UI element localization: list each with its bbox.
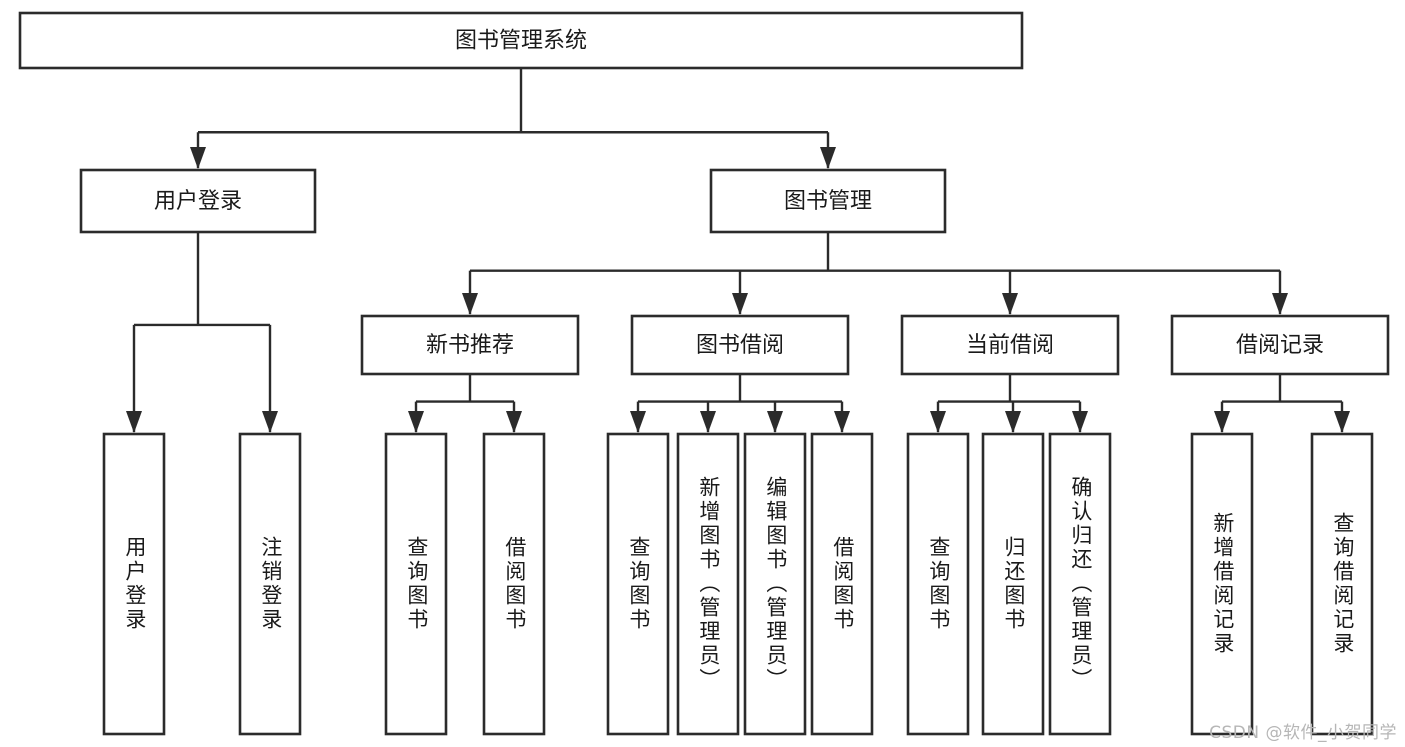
connector-arrowhead xyxy=(630,411,646,433)
node-box[interactable] xyxy=(630,314,850,376)
node-box[interactable] xyxy=(606,432,670,736)
connector-arrowhead xyxy=(1334,411,1350,433)
node-leaf-borrow-book-rec[interactable] xyxy=(482,432,546,736)
node-label: 新书推荐 xyxy=(426,333,514,358)
node-label: 图书借阅 xyxy=(696,333,784,358)
node-leaf-query-record[interactable] xyxy=(1310,432,1374,736)
node-leaf-logout[interactable] xyxy=(238,432,302,736)
connector-arrowhead xyxy=(462,293,478,315)
node-box[interactable] xyxy=(238,432,302,736)
node-box[interactable] xyxy=(102,432,166,736)
node-label: 图书管理系统 xyxy=(455,29,587,54)
node-box[interactable] xyxy=(1170,314,1390,376)
node-box[interactable] xyxy=(482,432,546,736)
connector-arrowhead xyxy=(767,411,783,433)
node-root[interactable]: 图书管理系统 xyxy=(18,11,1024,70)
node-current-borrow[interactable]: 当前借阅 xyxy=(900,314,1120,376)
connector-arrowhead xyxy=(408,411,424,433)
connector-arrowhead xyxy=(1272,293,1288,315)
node-box[interactable] xyxy=(1310,432,1374,736)
node-leaf-query-book-cur[interactable] xyxy=(906,432,970,736)
node-leaf-user-login[interactable] xyxy=(102,432,166,736)
node-leaf-edit-book[interactable] xyxy=(743,432,807,736)
node-box[interactable] xyxy=(810,432,874,736)
node-label: 当前借阅 xyxy=(966,333,1054,358)
node-user-login[interactable]: 用户登录 xyxy=(79,168,317,234)
node-box[interactable] xyxy=(360,314,580,376)
connector-arrowhead xyxy=(1214,411,1230,433)
edges-layer xyxy=(126,68,1350,433)
node-leaf-query-book-borrow[interactable] xyxy=(606,432,670,736)
connector-arrowhead xyxy=(820,147,836,169)
node-box[interactable] xyxy=(709,168,947,234)
connector-arrowhead xyxy=(732,293,748,315)
node-leaf-return-book[interactable] xyxy=(981,432,1045,736)
node-new-book-rec[interactable]: 新书推荐 xyxy=(360,314,580,376)
node-leaf-confirm-return[interactable] xyxy=(1048,432,1112,736)
connector-arrowhead xyxy=(262,411,278,433)
node-leaf-borrow-book[interactable] xyxy=(810,432,874,736)
connector-arrowhead xyxy=(700,411,716,433)
node-book-borrow[interactable]: 图书借阅 xyxy=(630,314,850,376)
node-book-manage[interactable]: 图书管理 xyxy=(709,168,947,234)
node-box[interactable] xyxy=(384,432,448,736)
node-box[interactable] xyxy=(676,432,740,736)
node-leaf-add-book[interactable] xyxy=(676,432,740,736)
connector-arrowhead xyxy=(1005,411,1021,433)
node-box[interactable] xyxy=(981,432,1045,736)
connector-arrowhead xyxy=(930,411,946,433)
connector-arrowhead xyxy=(834,411,850,433)
node-box[interactable] xyxy=(79,168,317,234)
node-label: 图书管理 xyxy=(784,189,872,214)
node-leaf-add-record[interactable] xyxy=(1190,432,1254,736)
node-box[interactable] xyxy=(900,314,1120,376)
node-box[interactable] xyxy=(1190,432,1254,736)
node-borrow-record[interactable]: 借阅记录 xyxy=(1170,314,1390,376)
node-box[interactable] xyxy=(1048,432,1112,736)
connector-arrowhead xyxy=(506,411,522,433)
connector-arrowhead xyxy=(1072,411,1088,433)
node-box[interactable] xyxy=(906,432,970,736)
connector-arrowhead xyxy=(126,411,142,433)
node-label: 用户登录 xyxy=(154,189,242,214)
node-box[interactable] xyxy=(18,11,1024,70)
watermark: CSDN @软件_小贺同学 xyxy=(1209,723,1397,743)
connector-arrowhead xyxy=(190,147,206,169)
node-box[interactable] xyxy=(743,432,807,736)
connector-arrowhead xyxy=(1002,293,1018,315)
node-leaf-query-book-rec[interactable] xyxy=(384,432,448,736)
node-label: 借阅记录 xyxy=(1236,333,1324,358)
